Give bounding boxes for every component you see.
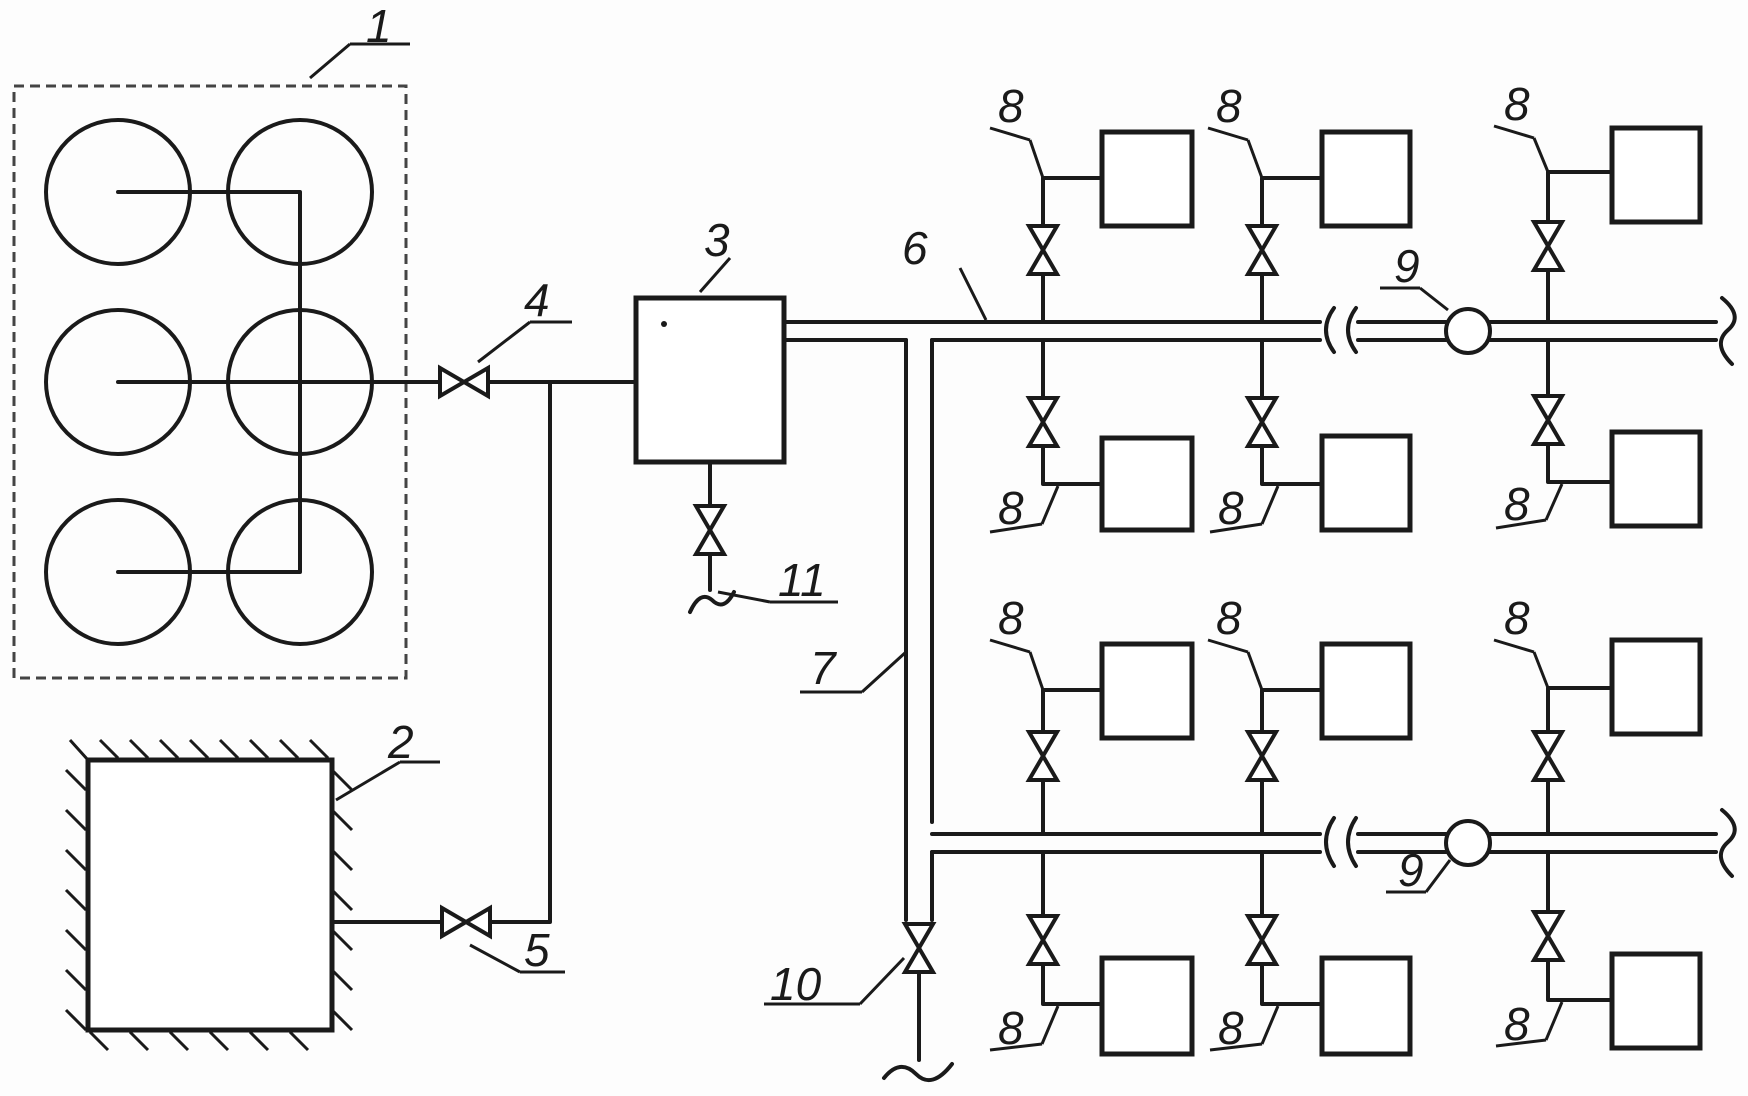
- label-8-u3: 8: [1504, 78, 1530, 130]
- label-7: 7: [810, 642, 837, 694]
- control-unit: [633, 257, 838, 614]
- consumer-l4: [989, 850, 1195, 1057]
- header-pipe-lower: [930, 808, 1737, 894]
- label-6: 6: [902, 222, 928, 274]
- consumer-l5: [1209, 850, 1413, 1057]
- consumer-l3: [1493, 637, 1703, 836]
- consumer-u6: [1495, 338, 1703, 530]
- cylinder-bank: [12, 42, 442, 680]
- label-9-lower: 9: [1398, 844, 1424, 896]
- label-3: 3: [704, 214, 730, 266]
- label-8-l6: 8: [1504, 998, 1530, 1050]
- label-8-u5: 8: [1218, 482, 1244, 534]
- meter-9-lower: [1444, 819, 1492, 867]
- label-2: 2: [387, 716, 414, 768]
- label-10: 10: [770, 958, 822, 1010]
- label-8-l3: 8: [1504, 592, 1530, 644]
- tank-supply-line: [330, 380, 565, 974]
- label-8-l5: 8: [1218, 1002, 1244, 1054]
- consumer-l1: [989, 638, 1195, 836]
- label-8-l2: 8: [1216, 592, 1242, 644]
- label-1: 1: [366, 0, 392, 52]
- reference-labels: 1 2 3 4 5 6 7 8 8 8 8 8 8 8 8 8 8 8 8 9 …: [366, 0, 1530, 1054]
- label-8-u2: 8: [1216, 80, 1242, 132]
- consumer-u5: [1209, 338, 1413, 534]
- consumer-l6: [1495, 850, 1703, 1051]
- label-8-u6: 8: [1504, 478, 1530, 530]
- consumer-u1: [989, 126, 1195, 324]
- label-8-u1: 8: [998, 80, 1024, 132]
- header-pipe-upper: [782, 267, 1737, 366]
- storage-tank: [64, 738, 440, 1052]
- meter-9-upper: [1444, 307, 1492, 355]
- consumer-branches: [989, 124, 1703, 1057]
- label-8-u4: 8: [998, 482, 1024, 534]
- riser-pipe: [764, 338, 954, 1083]
- label-5: 5: [524, 924, 550, 976]
- label-9-upper: 9: [1394, 240, 1420, 292]
- consumer-u2: [1207, 126, 1413, 324]
- consumer-u4: [989, 338, 1195, 534]
- consumer-l2: [1207, 638, 1413, 836]
- main-supply-line: [438, 320, 638, 398]
- label-4: 4: [524, 274, 550, 326]
- label-8-l1: 8: [998, 592, 1024, 644]
- label-8-l4: 8: [998, 1002, 1024, 1054]
- label-11: 11: [778, 554, 826, 606]
- consumer-u3: [1493, 124, 1703, 324]
